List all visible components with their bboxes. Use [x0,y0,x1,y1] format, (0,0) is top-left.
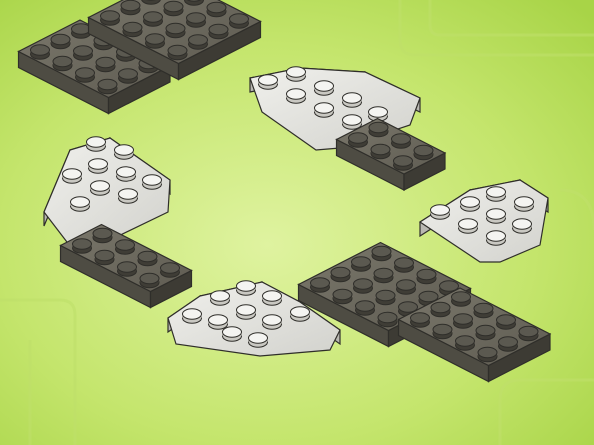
stud [72,24,91,38]
stud [263,291,282,305]
stud [369,122,388,136]
stud [343,93,362,107]
stud [183,309,202,323]
stud [476,325,495,339]
stud [397,280,416,294]
stud [478,347,497,361]
stud [487,209,506,223]
stud [315,81,334,95]
stud [119,189,138,203]
stud [207,2,226,16]
stud [74,46,93,60]
stud [187,13,206,27]
stud [146,34,165,48]
stud [459,219,478,233]
stud [263,315,282,329]
stud [287,67,306,81]
stud [291,307,310,321]
stud [395,258,414,272]
stud [343,115,362,129]
stud [333,289,352,303]
stud [93,228,112,242]
stud [371,144,390,158]
stud [118,262,137,276]
stud [71,197,90,211]
stud [354,279,373,293]
stud [331,267,350,281]
stud [121,0,140,14]
stud [140,273,159,287]
stud [499,337,518,351]
stud [189,35,208,49]
stud [166,23,185,37]
stud [123,22,142,36]
stud [487,231,506,245]
stud [311,278,330,292]
stud [519,326,538,340]
stud [87,137,106,151]
stud [161,263,180,277]
stud [117,167,136,181]
stud [53,56,72,70]
stud [237,281,256,295]
stud [374,268,393,282]
stud [96,57,115,71]
stud [513,219,532,233]
stud [414,145,433,159]
stud [116,240,135,254]
stud [168,45,187,59]
stud [461,197,480,211]
stud [394,156,413,170]
stud [76,68,95,82]
stud [89,159,108,173]
stud [352,257,371,271]
stud [431,302,450,316]
stud [349,133,368,147]
stud [376,290,395,304]
stud [119,69,138,83]
stud [51,34,70,48]
stud [143,175,162,189]
stud [378,312,397,326]
stud [237,305,256,319]
stud [144,12,163,26]
stud [223,327,242,341]
stud [431,205,450,219]
stud [98,79,117,93]
stud [73,239,92,253]
stud [411,313,430,327]
stud [91,181,110,195]
stud [101,11,120,25]
stud [209,24,228,38]
stud [417,269,436,283]
stud [456,336,475,350]
stud [487,187,506,201]
stud [497,315,516,329]
stud [249,333,268,347]
stud [209,315,228,329]
stud [138,251,157,265]
stud [392,134,411,148]
stud [211,291,230,305]
stud [287,89,306,103]
stud [115,145,134,159]
stud [433,324,452,338]
stud [259,75,278,89]
stud [63,169,82,183]
stud [230,14,249,28]
stud [164,1,183,15]
stud [31,45,50,59]
stud [356,301,375,315]
stud [474,303,493,317]
stud [315,103,334,117]
stud [454,314,473,328]
stud [372,246,391,260]
stud [452,292,471,306]
stud [515,197,534,211]
stud [95,250,114,264]
